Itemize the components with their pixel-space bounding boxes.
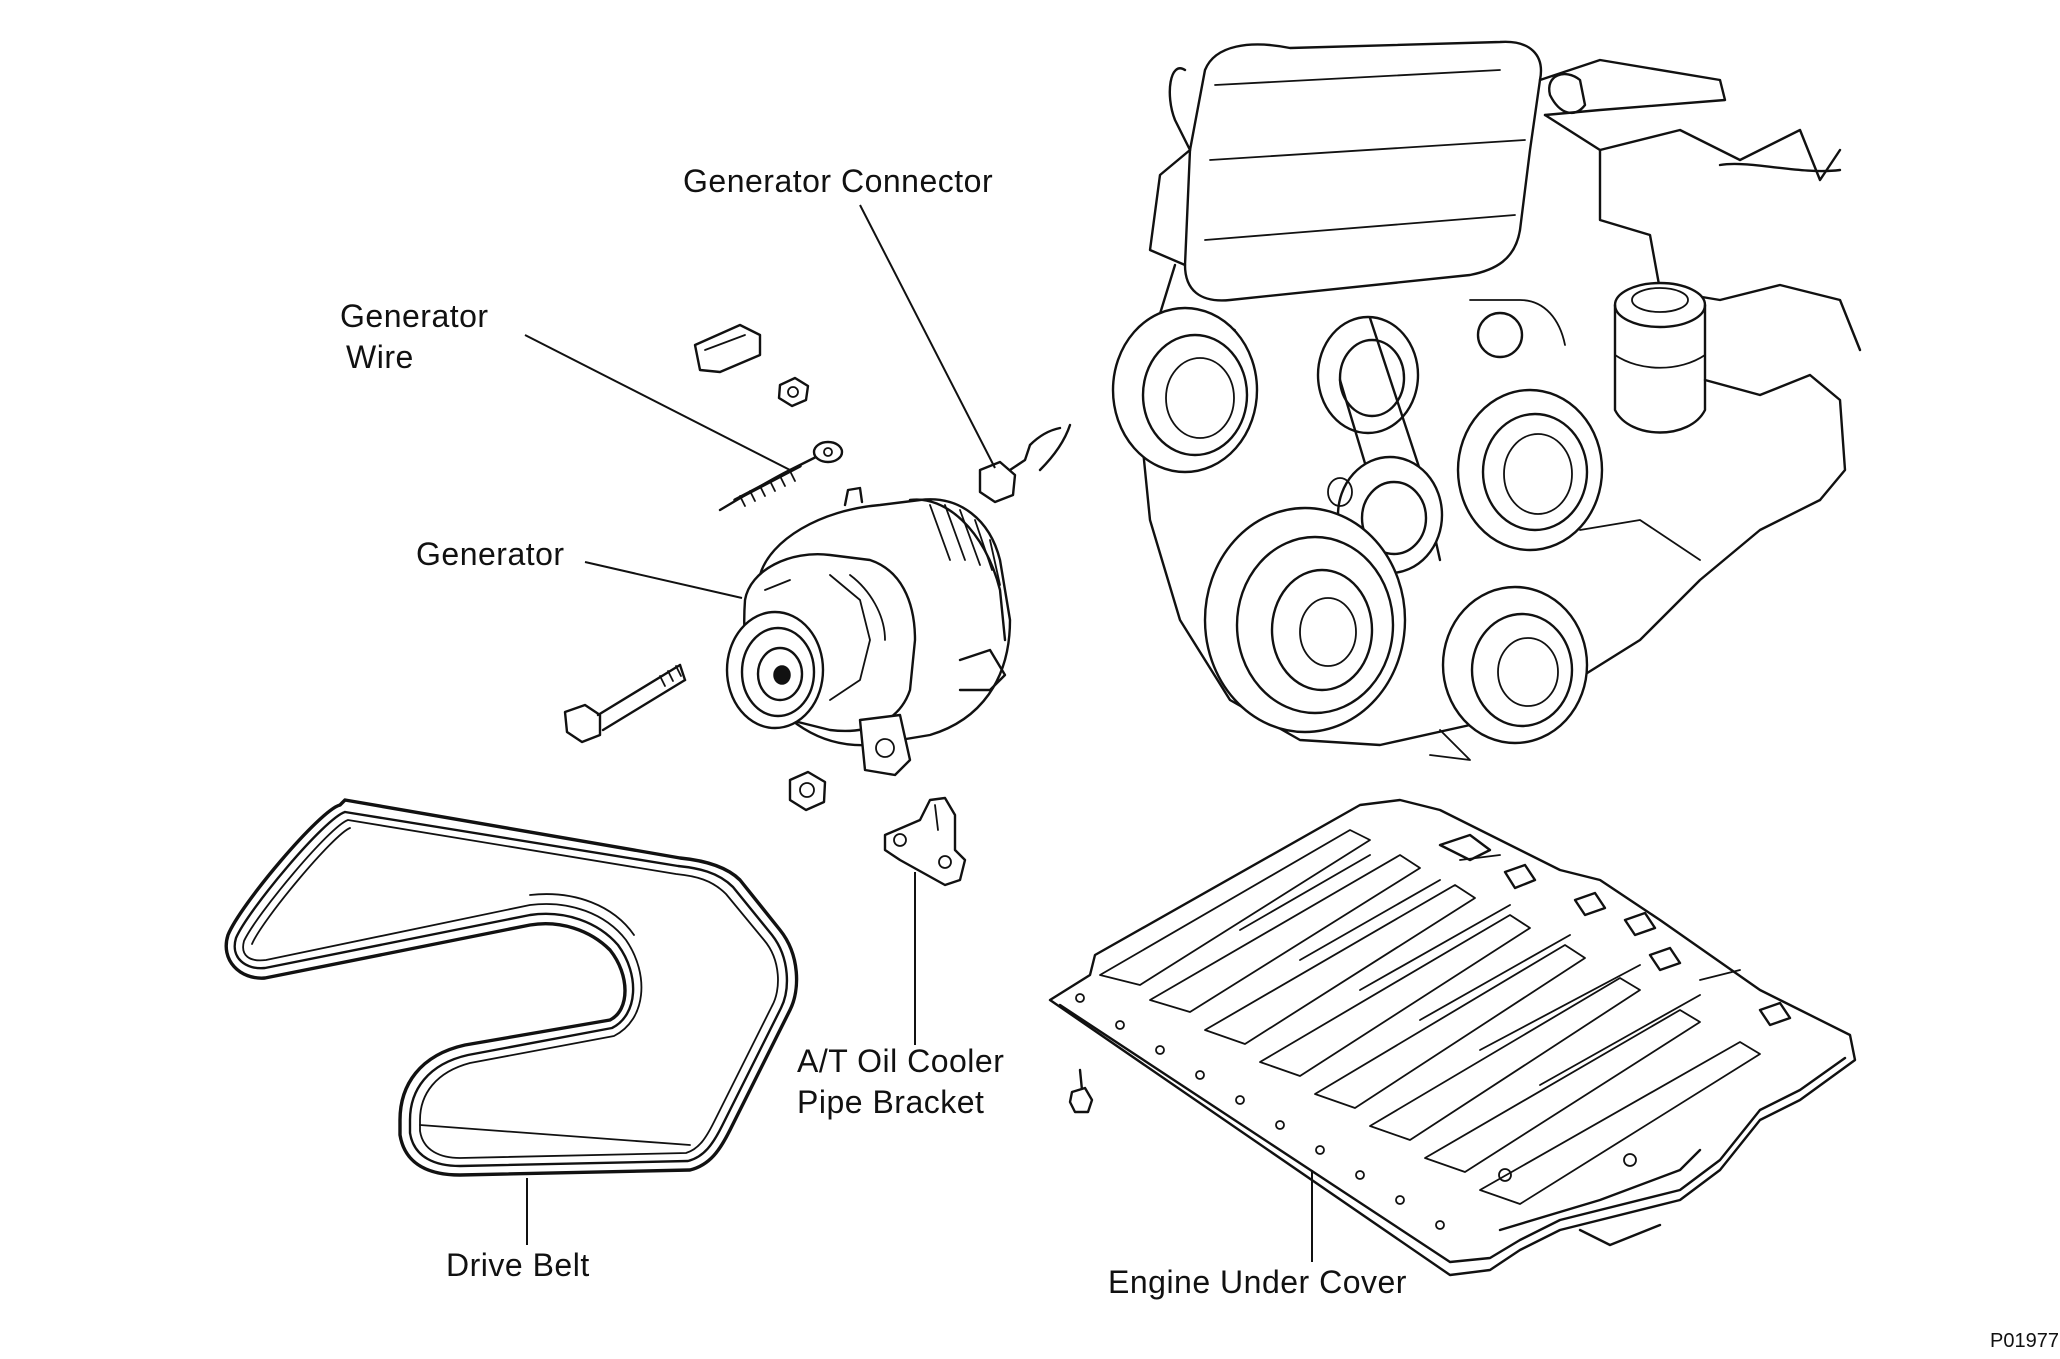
- engine-idler-upper: [1316, 315, 1420, 435]
- generator-nut-lower: [788, 770, 827, 812]
- generator-nut-small: [777, 376, 810, 408]
- connector-clip: [693, 323, 762, 374]
- generator-body: [725, 486, 1012, 777]
- engine-pulley-2: [1456, 388, 1604, 552]
- leader-generator: [584, 561, 743, 599]
- at-oil-cooler-pipe-bracket: [883, 796, 967, 887]
- label-engine-under-cover: Engine Under Cover: [1108, 1264, 1407, 1300]
- generator-through-bolt: [563, 663, 687, 744]
- generator-wire: [718, 440, 844, 512]
- engine-block: [1111, 40, 1862, 761]
- engine-pulley-3: [1441, 585, 1589, 745]
- label-generator-wire-line2: Wire: [346, 339, 414, 375]
- drive-belt: [224, 798, 799, 1177]
- label-generator: Generator: [416, 536, 565, 572]
- label-at-oil-cooler-line1: A/T Oil Cooler: [797, 1043, 1005, 1079]
- generator-connector-plug: [978, 423, 1072, 504]
- leader-generator-wire: [524, 334, 791, 471]
- label-generator-connector: Generator Connector: [683, 163, 994, 199]
- figure-code: P01977: [1990, 1330, 2059, 1352]
- engine-pulley-1: [1111, 306, 1259, 474]
- under-cover-screw: [1068, 1068, 1094, 1114]
- label-at-oil-cooler-line2: Pipe Bracket: [797, 1084, 985, 1120]
- engine-crank-pulley: [1203, 506, 1407, 734]
- leader-generator-connector: [859, 204, 996, 469]
- engine-under-cover: [1048, 798, 1857, 1277]
- label-drive-belt: Drive Belt: [446, 1247, 590, 1283]
- leader-lines: [524, 204, 1313, 1262]
- label-generator-wire-line1: Generator: [340, 298, 489, 334]
